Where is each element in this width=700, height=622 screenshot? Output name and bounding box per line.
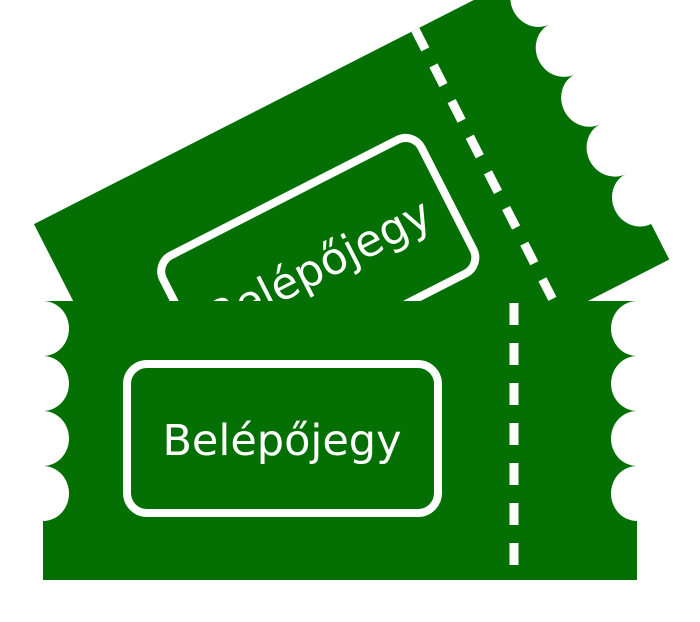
back-ticket-label-frame <box>157 133 480 301</box>
back-ticket-body <box>33 0 670 301</box>
front-ticket-label-frame <box>123 360 442 517</box>
front-ticket-label: Belépőjegy <box>162 416 401 466</box>
front-ticket: Belépőjegy <box>43 301 637 580</box>
back-ticket: Belépőjegy <box>33 0 670 301</box>
